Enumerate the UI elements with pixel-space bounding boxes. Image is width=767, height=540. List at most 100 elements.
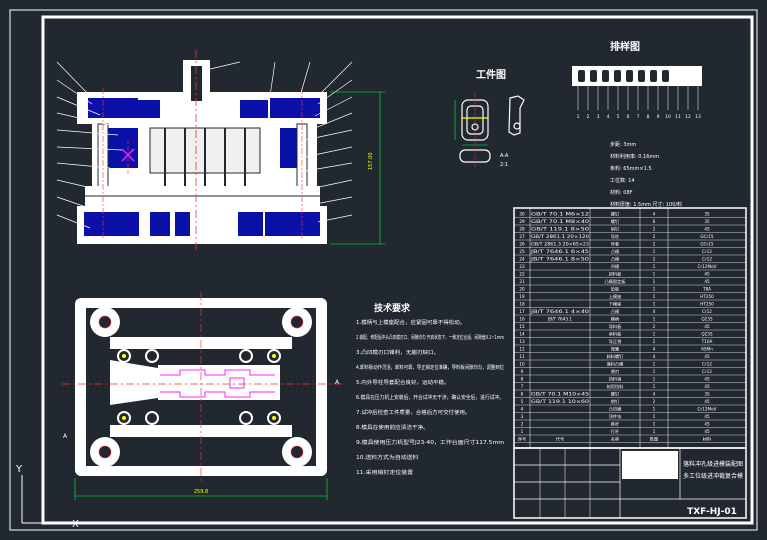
bom-cell: 1 <box>653 407 656 412</box>
bom-cell: JB/T 7646.1 4×40 <box>529 309 589 314</box>
bom-cell: 26 <box>519 242 525 247</box>
tech-req-item: 11.采用销钉定位装置 <box>356 468 413 476</box>
lower-seat-hatch-right <box>265 212 320 236</box>
bom-cell: 2 <box>653 242 656 247</box>
bom-cell: 弹簧 <box>611 346 619 353</box>
workpiece-side-view <box>508 95 525 136</box>
bom-cell: GB/T 70.1 M6×12 <box>531 212 590 217</box>
bom-cell: 45 <box>704 354 710 359</box>
bom-cell: 5 <box>521 399 524 404</box>
strip-channel <box>158 365 280 400</box>
upper-seat-hatch-mid-right <box>240 100 268 118</box>
bom-cell: 螺钉 <box>611 218 620 225</box>
title-block-frame <box>513 447 747 519</box>
bom-cell: 侧刃 <box>611 368 619 375</box>
front-section-view[interactable]: 157.00 <box>56 50 385 250</box>
bom-cell: 打杆 <box>611 428 620 435</box>
strip-station-number: 2 <box>587 114 590 120</box>
section-mark-a: A <box>63 433 68 440</box>
width-dim-text: 259.8 <box>194 489 208 495</box>
tech-req-item: 6.模具在压力机上安装后，开合试冲无干涉，确认安全后，进行试冲。 <box>356 393 504 401</box>
tech-req-item: 2.装配、修配后冲头凸凹模刃口、间隙均匀 开启状态下，一致定位合适，间隙值0.1… <box>356 333 504 341</box>
tech-req-item: 3.凸凹模刃口锋利，无崩刃缺口。 <box>356 348 439 356</box>
title-block-fill <box>622 451 678 479</box>
bom-cell: 45 <box>704 399 710 404</box>
bom-cell: 销钉 <box>611 226 620 233</box>
bom-cell: Cr12MoV <box>697 264 716 269</box>
bom-cell: 导料板 <box>609 323 622 330</box>
bom-cell: JB/T 7643.1 <box>547 317 572 322</box>
strip-parameter-line: 条料: 65mm×1.5 <box>610 165 652 172</box>
workpiece-title: 工件图 <box>476 68 506 81</box>
lower-seat-hatch-left <box>84 212 139 236</box>
bom-header-cell: 名称 <box>611 436 619 443</box>
upper-seat-hatch-right <box>270 98 320 118</box>
bom-cell: 19 <box>519 294 525 299</box>
upper-seat-hatch-mid-left <box>138 100 160 118</box>
tech-req-list: 1.模柄与上模座配合，应紧固可靠不得松动。2.装配、修配后冲头凸凹模刃口、间隙均… <box>356 318 504 476</box>
strip-station-number: 10 <box>665 114 671 120</box>
bom-cell: 65Mn <box>701 347 713 352</box>
bom-cell: 1 <box>653 414 656 419</box>
bom-cell: 垫板 <box>611 286 620 293</box>
bom-cell: Cr12MoV <box>697 407 716 412</box>
bom-cell: 12 <box>519 347 525 352</box>
bom-cell: 挡料销 <box>609 376 622 383</box>
bom-cell: T8A <box>702 287 711 292</box>
bom-cell: 1 <box>653 362 656 367</box>
bom-cell: 1 <box>653 429 656 434</box>
bom-header-cell: 数量 <box>650 436 658 443</box>
bom-header-cell: 材料 <box>703 436 712 443</box>
bom-cell: GB/T 119.1 8×50 <box>531 227 590 232</box>
strip-station-number: 7 <box>637 114 640 120</box>
tech-req-item: 4.卸料板动作灵活，卸料可靠，导正销定位准确，导料板间隙均匀，调整到位 <box>356 363 504 371</box>
lower-seat-hatch-mid <box>175 212 190 236</box>
tech-req-item: 7.试冲后检查工件质量，合格后方可交付使用。 <box>356 408 470 416</box>
workpiece-scale-label: 2:1 <box>500 162 508 168</box>
bom-cell: 1 <box>653 302 656 307</box>
bom-cell: 45 <box>704 227 710 232</box>
bom-cell: 凸模固定板 <box>605 278 627 285</box>
bom-cell: Cr12 <box>702 309 712 314</box>
bom-cell: GB/T 2861.3 20×65×23 <box>531 242 589 247</box>
bom-cell: 导柱 <box>611 233 620 240</box>
technical-requirements[interactable]: 技术要求 1.模柄与上模座配合，应紧固可靠不得松动。2.装配、修配后冲头凸凹模刃… <box>356 302 504 476</box>
bom-cell: 9 <box>521 369 524 374</box>
bom-cell: 22 <box>519 272 525 277</box>
bom-cell: 1 <box>653 422 656 427</box>
plan-width-dimension: 259.8 <box>74 478 328 500</box>
bom-cell: 1 <box>653 279 656 284</box>
bom-cell: 24 <box>519 257 525 262</box>
strip-parameter-line: 步距: 3mm <box>610 142 636 148</box>
bom-cell: 2 <box>653 399 656 404</box>
bom-cell: 2 <box>653 257 656 262</box>
drawing-subtitle: 多工位级进冲裁复合模 <box>683 472 743 480</box>
bom-cell: Cr12 <box>702 369 712 374</box>
bom-cell: 30 <box>519 212 525 217</box>
strip-station-number: 1 <box>577 114 580 120</box>
bom-cell: 18 <box>519 302 525 307</box>
height-dim-text: 157.00 <box>368 153 374 171</box>
plan-view[interactable]: A A 259.8 <box>62 292 345 500</box>
tech-req-item: 9.模具使用压力机型号J23-40，工作台面尺寸117.5mm <box>356 438 504 446</box>
bom-cell: HT250 <box>700 294 714 299</box>
strip-parameter-line: 工位数: 14 <box>610 177 635 184</box>
drawing-title: 落料冲孔级进模装配图 <box>683 460 743 468</box>
title-block[interactable]: 落料冲孔级进模装配图 多工位级进冲裁复合模 TXF-HJ-01 <box>513 447 747 519</box>
guide-bosses <box>90 307 312 467</box>
section-mark-a-right: A <box>335 379 340 386</box>
bom-cell: 4 <box>521 407 524 412</box>
bom-cell: 45 <box>704 324 710 329</box>
workpiece-view[interactable]: 工件图 A-A 2:1 <box>454 68 525 168</box>
holder-hatch-left <box>108 128 138 168</box>
bom-cell: 凸模 <box>611 308 620 315</box>
bom-cell: GB/T 70.1 M8×40 <box>531 219 590 224</box>
bom-cell: 螺钉 <box>611 391 620 398</box>
feed-entry <box>110 360 158 405</box>
bom-cell: 4 <box>653 309 656 314</box>
bom-cell: 7 <box>521 384 524 389</box>
